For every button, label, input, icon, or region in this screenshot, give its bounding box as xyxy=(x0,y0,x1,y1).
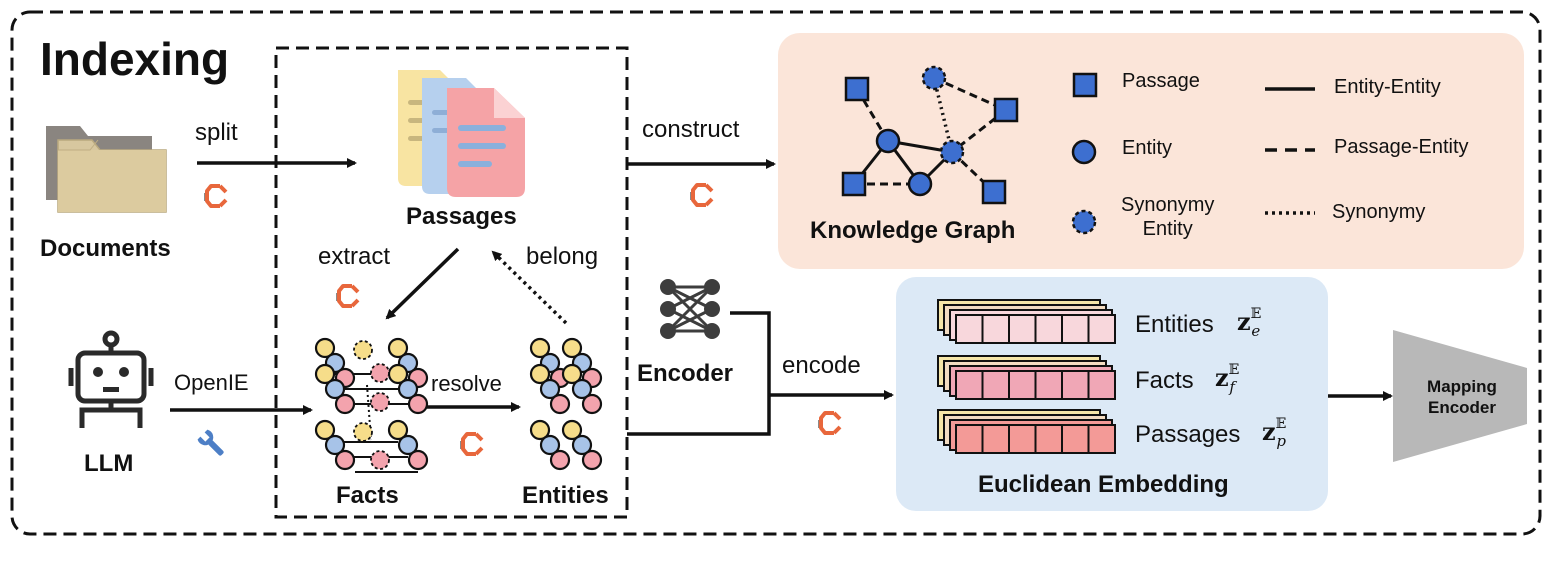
robotic-arm-icon xyxy=(816,411,842,435)
embedding-cell xyxy=(1008,314,1037,344)
embedding-cell xyxy=(1034,314,1063,344)
passages-icon xyxy=(398,70,525,197)
llm-label: LLM xyxy=(84,450,134,477)
neural-network-icon xyxy=(660,279,720,339)
encoder-label: Encoder xyxy=(637,360,734,387)
legend-synonymy-entity-label: Synonymy Entity xyxy=(1121,194,1215,240)
page-title: Indexing xyxy=(40,33,230,85)
knowledge-graph-title: Knowledge Graph xyxy=(810,217,1016,244)
embedding-cell xyxy=(981,314,1010,344)
entities-label: Entities xyxy=(522,482,609,509)
embedding-symbol: z𝔼e xyxy=(1237,306,1262,340)
legend-entity-marker xyxy=(1071,139,1097,165)
embedding-cell xyxy=(981,424,1010,454)
mapping-encoder-label: Mapping Encoder xyxy=(1427,377,1497,418)
embedding-cell xyxy=(955,424,984,454)
embedding-cell xyxy=(1087,314,1116,344)
indexing-frame xyxy=(10,10,1542,536)
robot-icon xyxy=(68,330,154,428)
robotic-arm-icon xyxy=(334,284,360,308)
embedding-symbol: z𝔼p xyxy=(1262,416,1287,450)
legend-passage-marker xyxy=(1072,72,1098,98)
legend-synonymy-entity-marker xyxy=(1071,209,1097,235)
mapping-encoder-shape xyxy=(1393,330,1527,462)
embedding-cell xyxy=(1087,370,1116,400)
entities-icon xyxy=(531,339,601,469)
embedding-cell xyxy=(1008,424,1037,454)
robotic-arm-icon xyxy=(202,184,228,208)
encode-label: encode xyxy=(782,352,861,379)
embedding-cell xyxy=(981,370,1010,400)
embedding-cell xyxy=(1008,370,1037,400)
embedding-cell xyxy=(1034,424,1063,454)
legend-passage-entity-label: Passage-Entity xyxy=(1334,136,1469,158)
construct-label: construct xyxy=(642,116,740,143)
folder-icon xyxy=(46,126,167,213)
legend-passage-label: Passage xyxy=(1122,70,1200,92)
embedding-cell xyxy=(1061,314,1090,344)
encoder-connector xyxy=(730,311,771,395)
extraction-frame xyxy=(274,46,629,519)
embedding-symbol: z𝔼f xyxy=(1215,362,1240,396)
passages-label: Passages xyxy=(406,203,517,230)
legend-synonymy-label: Synonymy xyxy=(1332,201,1426,223)
split-label: split xyxy=(195,119,238,146)
robotic-arm-icon xyxy=(458,432,484,456)
legend-entity-label: Entity xyxy=(1122,137,1173,159)
embedding-vectors xyxy=(937,299,1116,454)
entities-connector xyxy=(627,395,771,436)
extract-arrow xyxy=(385,247,460,320)
robotic-arm-icon xyxy=(688,183,714,207)
legend-entity-entity-label: Entity-Entity xyxy=(1334,76,1441,98)
embedding-label-entities: Entities xyxy=(1135,311,1214,338)
embedding-cell xyxy=(1061,424,1090,454)
facts-label: Facts xyxy=(336,482,399,509)
embedding-title: Euclidean Embedding xyxy=(978,471,1229,498)
belong-arrow xyxy=(491,250,568,325)
embedding-label-facts: Facts xyxy=(1135,367,1194,394)
belong-label: belong xyxy=(526,243,599,270)
embedding-vector-entities xyxy=(937,299,1116,344)
robot-eyes xyxy=(93,367,129,392)
embedding-cell xyxy=(955,370,984,400)
extract-label: extract xyxy=(318,243,391,270)
documents-label: Documents xyxy=(40,235,171,262)
embedding-cell xyxy=(1061,370,1090,400)
embedding-label-passages: Passages xyxy=(1135,421,1241,448)
facts-icon xyxy=(316,339,427,473)
embedding-vector-passages xyxy=(937,409,1116,454)
embedding-vector-facts xyxy=(937,355,1116,400)
wrench-icon xyxy=(197,429,224,456)
resolve-label: resolve xyxy=(431,371,502,396)
embedding-cell xyxy=(1087,424,1116,454)
openie-label: OpenIE xyxy=(174,370,249,395)
knowledge-graph-icon xyxy=(841,65,1019,205)
embedding-cell xyxy=(955,314,984,344)
embedding-cell xyxy=(1034,370,1063,400)
